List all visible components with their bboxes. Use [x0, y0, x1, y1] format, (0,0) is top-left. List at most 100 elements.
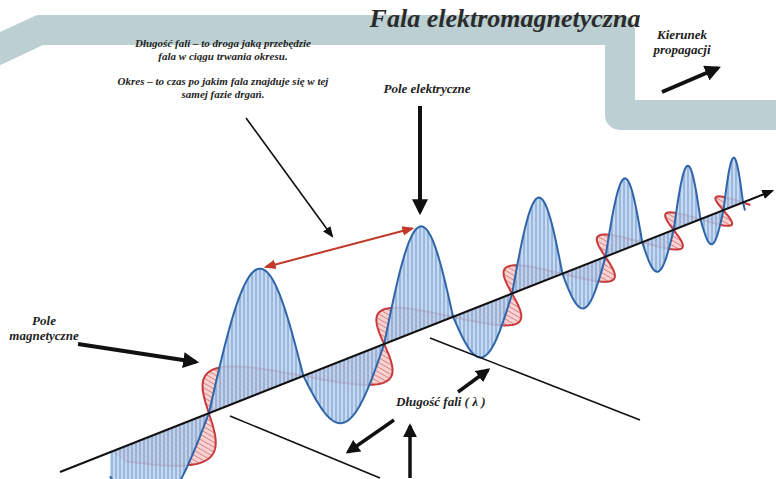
electric-field-hatch — [628, 181, 629, 248]
propagation-axis — [60, 191, 772, 472]
electric-field-hatch — [120, 448, 121, 479]
electric-field-hatch — [372, 349, 373, 378]
electric-field-hatch — [172, 428, 173, 479]
electric-field-hatch — [408, 245, 409, 335]
electric-field-hatch — [396, 288, 397, 340]
title-slot: Fala elektromagnetyczna — [330, 4, 680, 34]
electric-field-hatch — [252, 273, 253, 396]
electric-field-hatch — [284, 307, 285, 384]
definition-note: Okres – to czas po jakim fala znajduje s… — [104, 75, 342, 100]
pointer-arrow — [408, 426, 412, 478]
electric-field-hatch — [548, 211, 549, 280]
electric-field-hatch — [312, 373, 313, 393]
electric-field-hatch — [244, 286, 245, 400]
electric-field-hatch — [132, 444, 133, 479]
electric-field-hatch — [424, 227, 425, 328]
electric-field-hatch — [160, 433, 161, 479]
electric-field-hatch — [544, 202, 545, 281]
electric-field-hatch — [340, 362, 341, 424]
electric-field-hatch — [128, 445, 129, 479]
electric-field-hatch — [328, 366, 329, 416]
electric-field-hatch — [660, 235, 661, 270]
electric-field-hatch — [352, 357, 353, 417]
electric-field-hatch — [496, 300, 497, 340]
electric-field-hatch — [732, 160, 733, 207]
pointer-line — [246, 118, 332, 236]
electric-field-hatch — [684, 172, 685, 226]
electric-field-hatch — [712, 215, 713, 244]
electric-field-hatch — [220, 365, 221, 409]
electric-field-hatch — [528, 217, 529, 288]
electric-field-hatch — [344, 360, 345, 423]
electric-field-hatch — [348, 358, 349, 420]
label-slot: Kierunek propagacji — [640, 28, 724, 58]
electric-field-hatch — [708, 216, 709, 241]
electric-field-hatch — [580, 267, 581, 308]
electric-field-hatch — [400, 271, 401, 338]
electric-field-hatch — [476, 308, 477, 356]
electric-field-hatch — [268, 273, 269, 390]
electric-field-hatch — [500, 298, 501, 330]
electric-field-hatch — [656, 237, 657, 272]
electric-field-hatch — [584, 265, 585, 308]
leader-lines — [78, 68, 718, 478]
electric-field-hatch — [524, 232, 525, 289]
electric-field-hatch — [420, 227, 421, 330]
definition-note: Długość fali – to droga jaką przebędzie … — [132, 37, 314, 62]
electric-field-hatch — [232, 319, 233, 404]
pointer-arrow — [348, 420, 394, 452]
electric-field-hatch — [472, 310, 473, 353]
electric-field-hatch — [532, 206, 533, 286]
electric-field-hatch — [196, 418, 197, 446]
electric-field-hatch — [540, 198, 541, 283]
field-label: Pole elektryczne — [362, 82, 492, 97]
electric-field-hatch — [464, 313, 465, 341]
electric-field-hatch — [276, 286, 277, 387]
electric-field-hatch — [180, 425, 181, 479]
electric-field-hatch — [336, 363, 337, 422]
wavelength-arrow — [266, 229, 412, 267]
electric-field-hatch — [664, 234, 665, 264]
label-slot: Długość fali – to droga jaką przebędzie … — [132, 37, 314, 62]
pointer-arrow — [662, 68, 718, 92]
field-label: Pole magnetyczne — [2, 314, 86, 344]
electric-field-hatch — [368, 351, 369, 389]
electric-field-hatch — [152, 436, 153, 479]
wavelength-label: Długość fali ( λ ) — [396, 395, 566, 410]
label-slot: Pole magnetyczne — [2, 314, 86, 344]
electric-field-hatch — [140, 440, 141, 479]
electric-field-hatch — [192, 420, 193, 456]
electric-field-hatch — [552, 225, 553, 278]
electric-field-fill — [110, 158, 745, 479]
electric-field-hatch — [592, 262, 593, 298]
electric-field-hatch — [168, 429, 169, 479]
electric-field-hatch — [364, 352, 365, 397]
electric-field-hatch — [260, 269, 261, 393]
electric-field-hatch — [688, 166, 689, 225]
electric-field-hatch — [240, 295, 241, 401]
electric-field-hatch — [436, 249, 437, 324]
electric-field-hatch — [116, 450, 117, 479]
label-slot: Okres – to czas po jakim fala znajduje s… — [104, 75, 342, 100]
electric-field-hatch — [292, 333, 293, 381]
electric-field-hatch — [488, 303, 489, 353]
electric-field-hatch — [264, 270, 265, 392]
direction-label: Kierunek propagacji — [640, 28, 724, 58]
electric-field-hatch — [256, 270, 257, 395]
electric-field-hatch — [616, 198, 617, 252]
electric-field-hatch — [576, 268, 577, 303]
label-slot: Pole elektryczne — [362, 82, 492, 97]
electric-field-hatch — [228, 333, 229, 405]
pointer-arrow — [78, 344, 196, 362]
electric-field-hatch — [624, 179, 625, 250]
electric-field-hatch — [572, 270, 573, 297]
electric-field-hatch — [416, 229, 417, 331]
electric-field-hatch — [596, 261, 597, 289]
electric-field-hatch — [356, 355, 357, 411]
electric-field-hatch — [404, 257, 405, 337]
electric-field-hatch — [148, 437, 149, 479]
electric-field-hatch — [176, 426, 177, 479]
electric-field-hatch — [124, 447, 125, 479]
electric-field-hatch — [224, 349, 225, 408]
